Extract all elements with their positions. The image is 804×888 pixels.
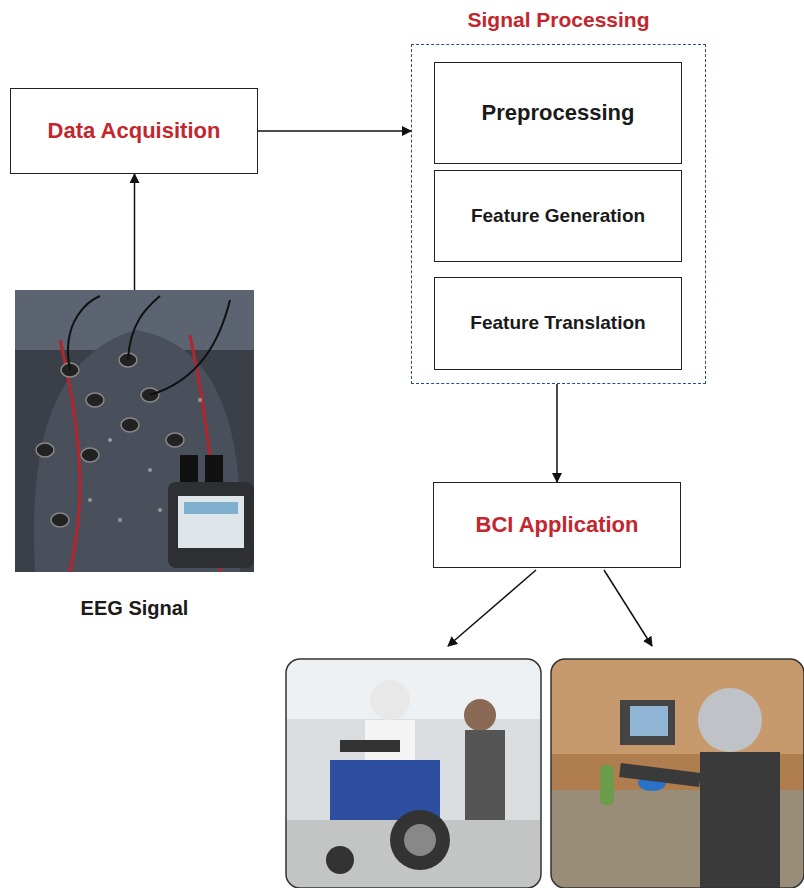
- flow-arrow: [556, 384, 558, 482]
- wheelchair-photo: [286, 659, 541, 888]
- flow-arrow: [134, 174, 136, 290]
- box-label: Data Acquisition: [40, 118, 229, 144]
- process-box: Feature Generation: [434, 170, 682, 262]
- flow-arrow: [258, 130, 411, 132]
- box-label: Preprocessing: [474, 100, 643, 126]
- box-label: Feature Generation: [463, 205, 653, 228]
- eeg-photo-node: EEG Signal: [15, 290, 254, 622]
- leader-arrow: [604, 570, 652, 646]
- process-box: Feature Translation: [434, 277, 682, 370]
- group-box: Signal ProcessingPreprocessingFeature Ge…: [411, 44, 706, 384]
- process-box: Data Acquisition: [10, 88, 258, 174]
- eeg-cap-photo: [15, 290, 254, 572]
- leader-arrow: [448, 570, 536, 646]
- desk-photo: [551, 659, 804, 888]
- process-box: Preprocessing: [434, 62, 682, 164]
- figure-label: EEG Signal: [15, 596, 254, 620]
- process-box: BCI Application: [433, 482, 681, 568]
- group-title: Signal Processing: [412, 7, 705, 32]
- box-label: Feature Translation: [462, 312, 653, 335]
- box-label: BCI Application: [468, 512, 647, 538]
